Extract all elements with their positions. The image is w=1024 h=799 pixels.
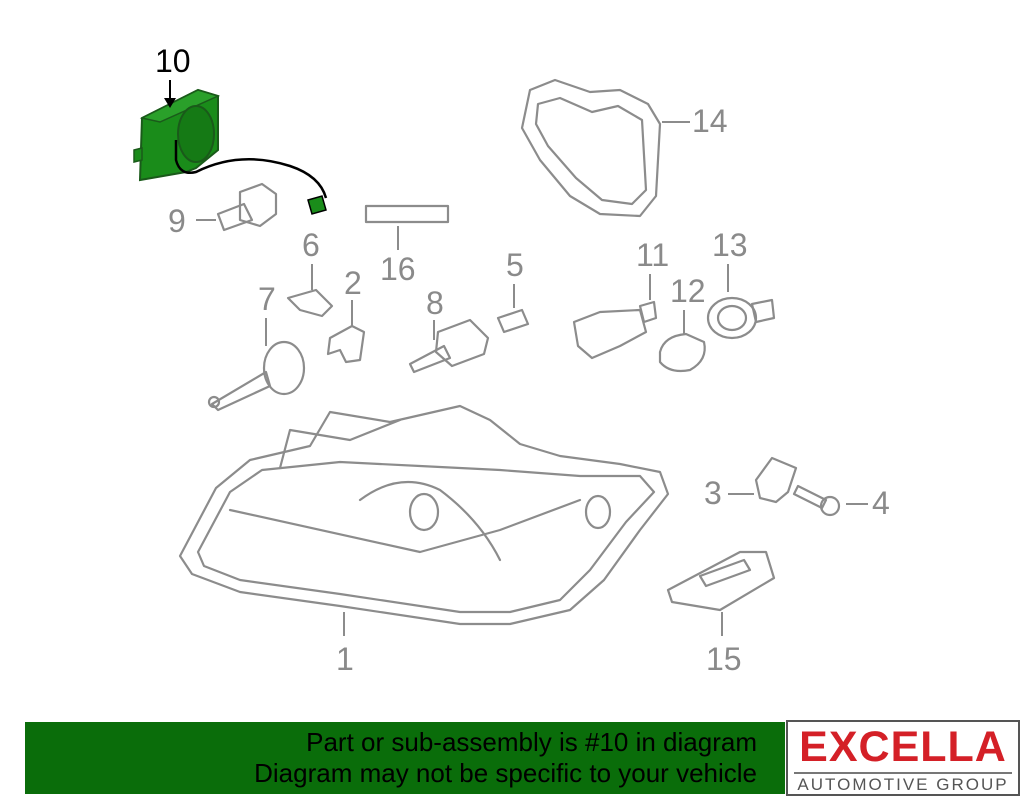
label-7: 7 — [258, 281, 276, 317]
label-13: 13 — [712, 227, 748, 263]
label-1: 1 — [336, 641, 354, 677]
part-2-bracket[interactable] — [326, 324, 366, 364]
logo-brand: EXCELLA — [799, 723, 1007, 771]
part-16-label[interactable] — [364, 204, 450, 224]
label-16: 16 — [380, 251, 416, 287]
parts-diagram: 10 14 9 16 6 2 5 7 8 — [133, 43, 890, 677]
part-5-retainer[interactable] — [496, 308, 530, 334]
banner-line-1: Part or sub-assembly is #10 in diagram — [306, 727, 757, 757]
label-2: 2 — [344, 265, 362, 301]
part-3-bracket[interactable] — [754, 456, 798, 504]
label-9: 9 — [168, 203, 186, 239]
part-8-bulb[interactable] — [408, 318, 490, 374]
part-1-headlamp[interactable] — [178, 404, 670, 626]
label-15: 15 — [706, 641, 742, 677]
part-7-socket[interactable] — [207, 340, 306, 412]
part-15-module[interactable] — [666, 550, 776, 612]
excella-logo: EXCELLA AUTOMOTIVE GROUP — [786, 720, 1020, 796]
label-3: 3 — [704, 475, 722, 511]
label-12: 12 — [670, 273, 706, 309]
part-13-socket[interactable] — [706, 296, 776, 340]
banner-line-2: Diagram may not be specific to your vehi… — [254, 758, 757, 788]
label-6: 6 — [302, 227, 320, 263]
logo-tagline: AUTOMOTIVE GROUP — [794, 772, 1012, 795]
label-5: 5 — [506, 247, 524, 283]
part-12-bulb[interactable] — [658, 332, 706, 373]
info-banner: Part or sub-assembly is #10 in diagram D… — [25, 722, 785, 794]
label-11: 11 — [636, 237, 669, 273]
label-4: 4 — [872, 485, 890, 521]
label-14: 14 — [692, 103, 728, 139]
part-14-cover[interactable] — [520, 78, 662, 218]
label-10: 10 — [155, 43, 191, 79]
part-9-bulb[interactable] — [216, 182, 278, 232]
part-4-screw[interactable] — [792, 484, 841, 517]
part-11-socket[interactable] — [572, 300, 658, 360]
part-6-clip[interactable] — [286, 288, 334, 318]
part-10-ballast[interactable] — [133, 88, 328, 215]
arrowhead-10 — [164, 98, 176, 108]
label-8: 8 — [426, 285, 444, 321]
